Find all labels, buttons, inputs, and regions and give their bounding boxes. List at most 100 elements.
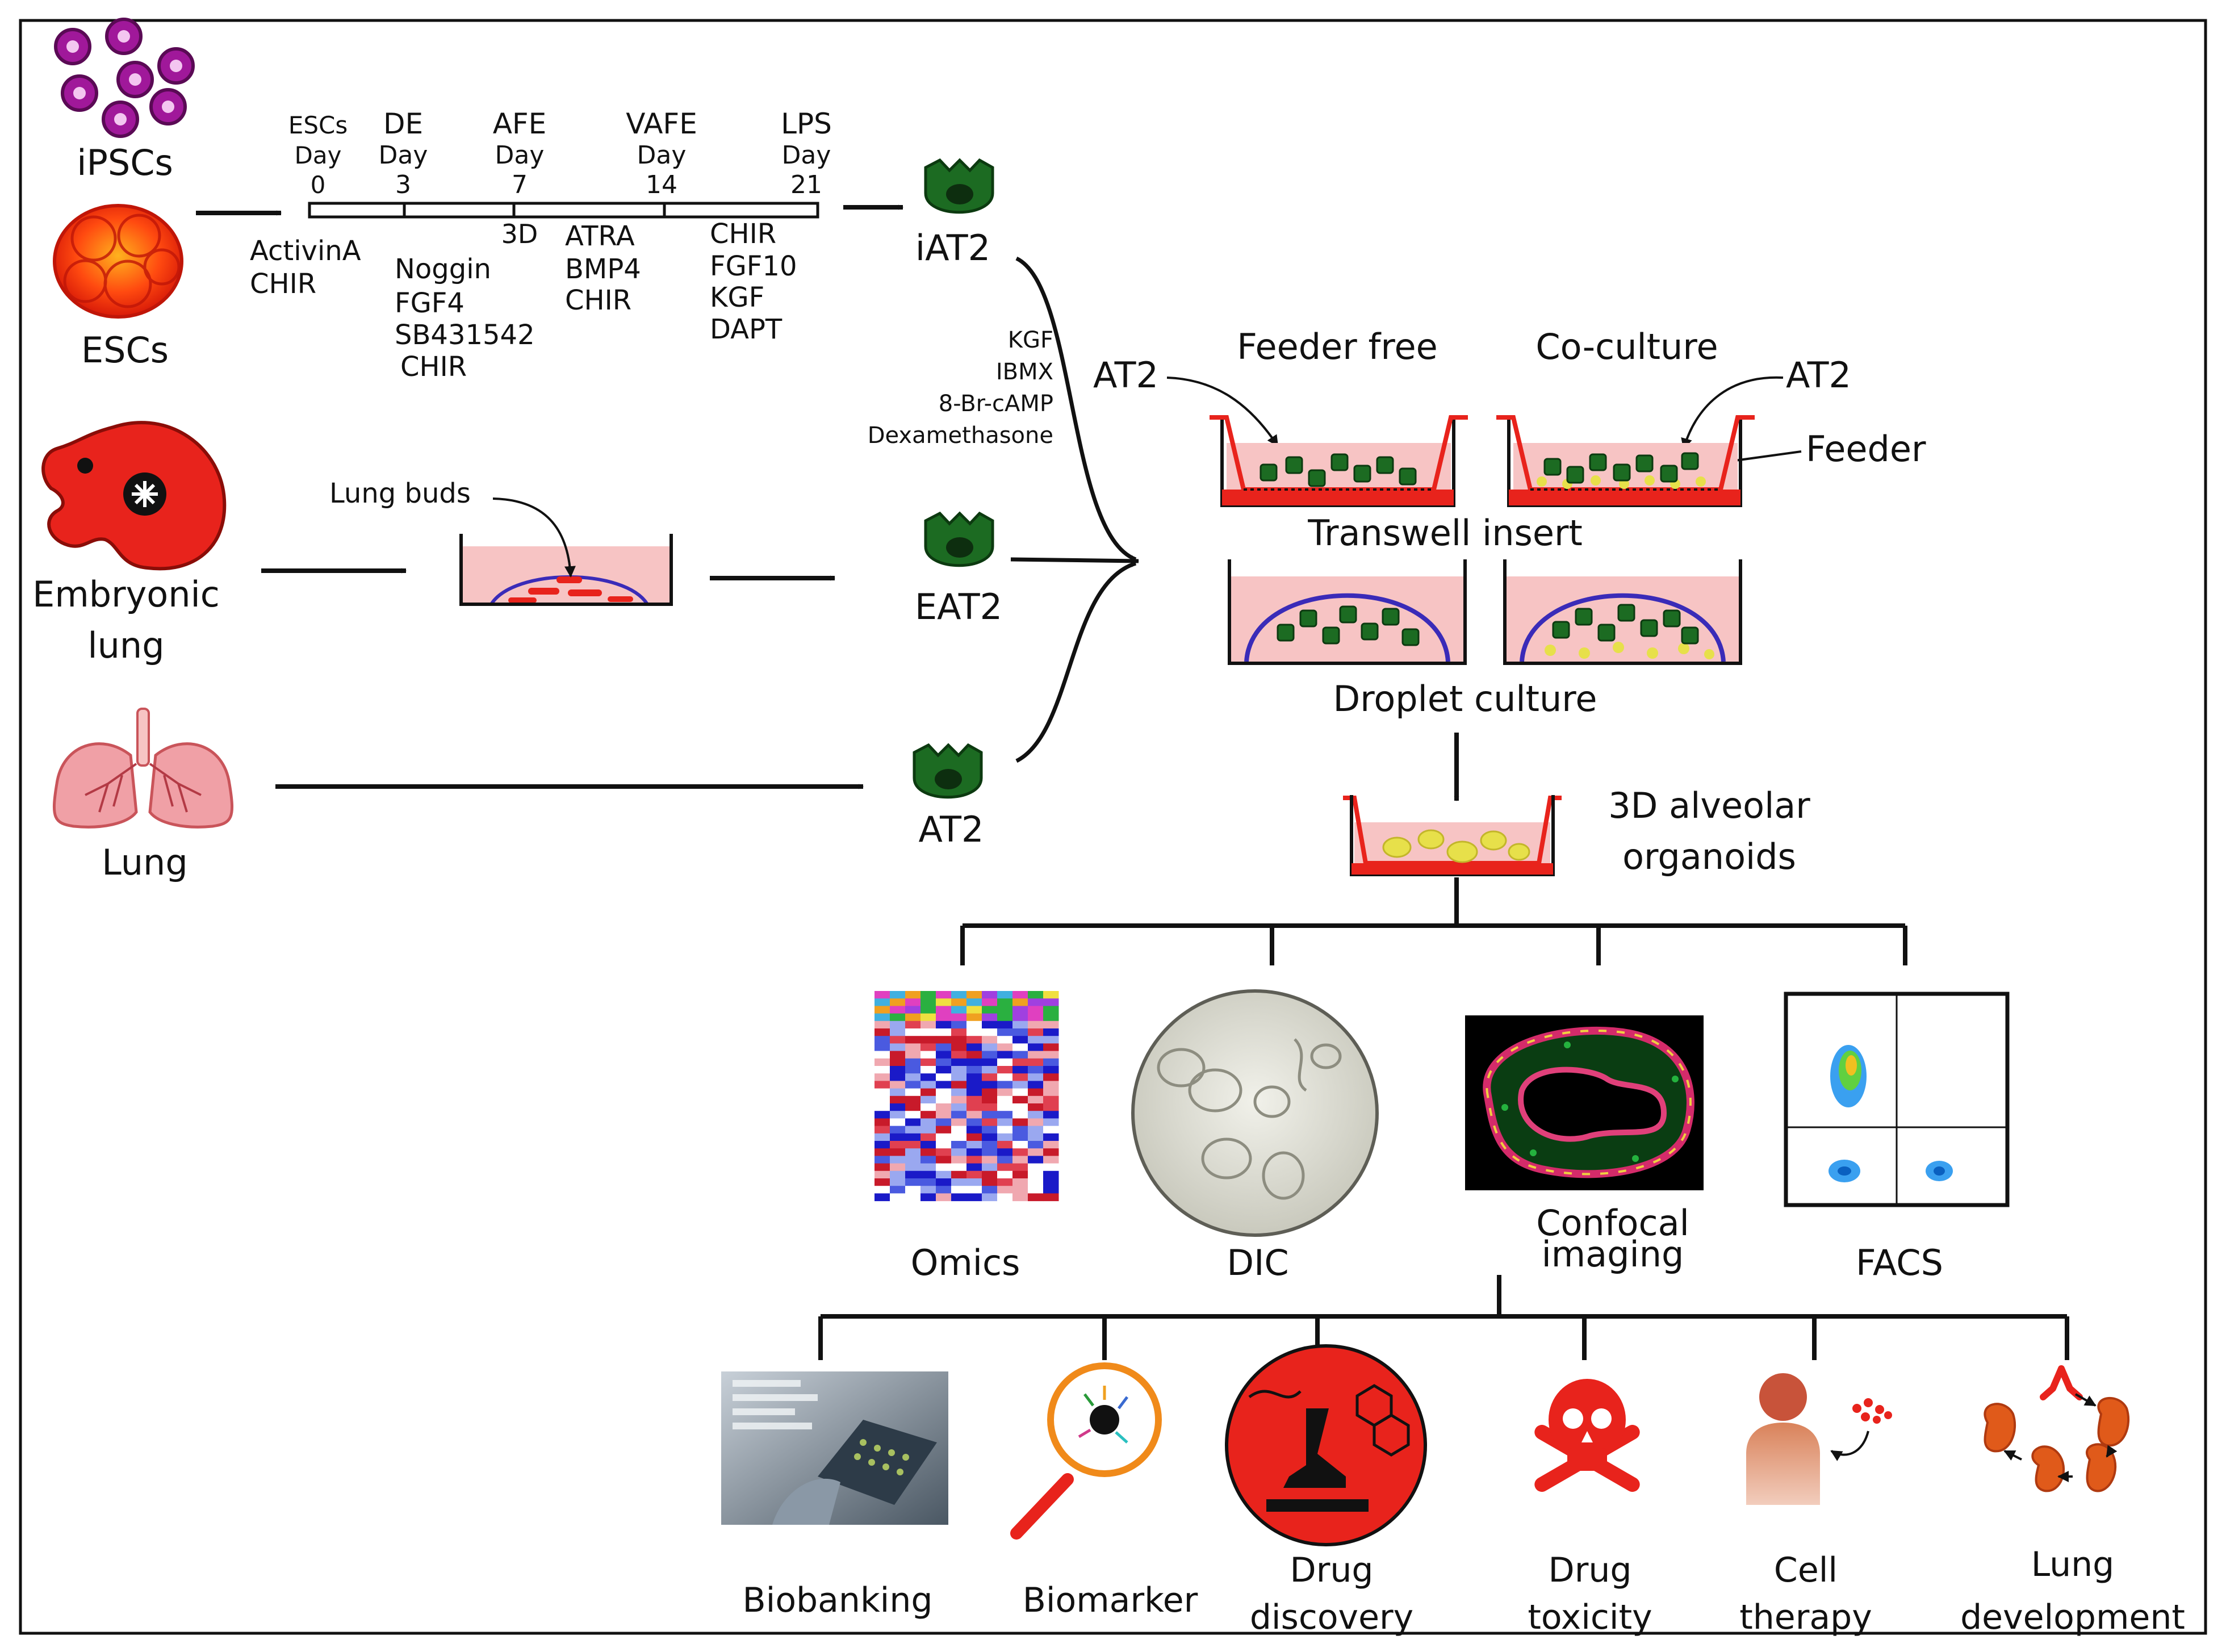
factor: BMP4 [565, 253, 641, 285]
factor: CHIR [400, 351, 467, 383]
lung-development-icon [1984, 1365, 2130, 1492]
iat2-label: iAT2 [915, 227, 990, 269]
stage-day-label: Day [295, 141, 342, 169]
factor: FGF10 [710, 250, 797, 282]
at2-label: AT2 [919, 809, 984, 850]
factors-lps: CHIR FGF10 KGF DAPT [710, 218, 797, 345]
embryo-icon [41, 421, 227, 571]
eat2-label: EAT2 [915, 586, 1002, 628]
lung-label: Lung [102, 842, 187, 883]
omics-heatmap-icon [874, 991, 1059, 1202]
factor: CHIR [710, 218, 776, 250]
co-culture-label: Co-culture [1535, 326, 1718, 367]
applications-connector [818, 1275, 2069, 1360]
transwell-insert-label: Transwell insert [1307, 512, 1583, 554]
iat2-to-culture-arrow [1015, 256, 1137, 562]
stage-name: DE [383, 107, 423, 140]
factors-afe: Noggin FGF4 SB431542 CHIR [395, 253, 535, 383]
co-culture-transwell [1496, 415, 1755, 507]
embryonic-label: Embryonic [32, 574, 220, 615]
drug-discovery-label-line2: discovery [1250, 1597, 1413, 1637]
timeline-stage: DE Day 3 [379, 107, 428, 199]
at2-to-culture-arrow [1015, 561, 1137, 763]
at2-left-label: AT2 [1093, 354, 1158, 396]
timeline-stage: ESCs Day 0 [288, 111, 348, 199]
stage-day-label: Day [782, 141, 831, 170]
factors-vafe: ATRA BMP4 CHIR [565, 220, 641, 316]
co-culture-droplet [1503, 559, 1742, 665]
lung-development-label-line2: development [1960, 1597, 2185, 1637]
confocal-label-line2: imaging [1542, 1233, 1684, 1275]
stage-day-label: Day [379, 141, 428, 170]
skull-crossbones-icon [1534, 1379, 1640, 1492]
stage-day: 14 [646, 170, 677, 199]
factor: IBMX [996, 359, 1053, 385]
facs-plot-icon [1784, 992, 2010, 1207]
drug-discovery-icon [1225, 1344, 1427, 1546]
stage-day: 3 [395, 170, 411, 199]
organoids-label-line2: organoids [1622, 836, 1796, 877]
analysis-connector [960, 877, 1907, 965]
esc-icon [53, 204, 183, 319]
confocal-image-icon [1465, 1015, 1704, 1190]
facs-label: FACS [1856, 1242, 1943, 1283]
factor: ATRA [565, 220, 635, 252]
biobanking-label: Biobanking [743, 1580, 933, 1620]
factor: Dexamethasone [868, 423, 1053, 449]
at2-cell-icon [913, 743, 983, 799]
timeline-bar [308, 202, 819, 219]
factor: CHIR [565, 285, 631, 316]
drug-discovery-label-line1: Drug [1290, 1550, 1374, 1590]
feeder-free-droplet [1228, 559, 1467, 665]
factor: 8-Br-cAMP [939, 391, 1053, 417]
drug-toxicity-label-line1: Drug [1549, 1550, 1632, 1590]
three-d-label: 3D [501, 219, 538, 249]
confocal-label-line1: Confocal [1536, 1202, 1689, 1244]
feeder-free-transwell [1210, 415, 1468, 507]
cell-therapy-label-line2: therapy [1739, 1597, 1872, 1637]
stage-day: 21 [790, 170, 822, 199]
stage-day: 7 [512, 170, 528, 199]
ipsc-icon [54, 18, 195, 138]
at2-right-label: AT2 [1786, 354, 1851, 396]
eat2-cell-icon [924, 511, 994, 567]
drug-toxicity-label-line2: toxicity [1528, 1597, 1652, 1637]
iat2-cell-icon [924, 158, 994, 214]
stage-name: AFE [493, 107, 547, 140]
cell-therapy-label-line1: Cell [1774, 1550, 1838, 1590]
ipscs-label: iPSCs [77, 142, 173, 183]
factor: KGF [710, 282, 764, 313]
figure-border [19, 19, 2207, 1635]
factor: Noggin [395, 253, 491, 285]
factor: FGF4 [395, 287, 465, 319]
factor: DAPT [710, 313, 783, 345]
embryonic-lung-label: lung [87, 625, 164, 666]
biomarker-label: Biomarker [1023, 1580, 1198, 1620]
dic-microscopy-icon [1131, 989, 1379, 1237]
stage-name: VAFE [626, 107, 697, 140]
feeder-label: Feeder [1806, 428, 1926, 470]
droplet-culture-label: Droplet culture [1333, 678, 1597, 720]
stage-name: LPS [781, 107, 832, 140]
timeline-stage: AFE Day 7 [493, 107, 547, 199]
at2-right-pointer [1681, 376, 1784, 450]
factors-de: ActivinA CHIR [250, 235, 361, 300]
factor: CHIR [250, 268, 316, 300]
biomarker-magnifier-icon [1010, 1362, 1162, 1540]
timeline-stage: LPS Day 21 [781, 107, 832, 199]
lung-icon [52, 708, 234, 829]
stage-day-label: Day [637, 141, 687, 170]
lung-buds-label: Lung buds [329, 478, 471, 509]
stage-day: 0 [311, 171, 326, 199]
dic-label: DIC [1227, 1242, 1288, 1283]
stage-day-label: Day [495, 141, 545, 170]
lung-buds-pointer [492, 497, 576, 578]
omics-label: Omics [911, 1242, 1020, 1283]
cell-therapy-icon [1746, 1373, 1892, 1505]
factor: KGF [1008, 327, 1053, 353]
timeline-stage: VAFE Day 14 [626, 107, 697, 199]
lung-development-label-line1: Lung [2031, 1545, 2115, 1584]
feeder-free-label: Feeder free [1237, 326, 1438, 367]
factor: ActivinA [250, 235, 361, 267]
